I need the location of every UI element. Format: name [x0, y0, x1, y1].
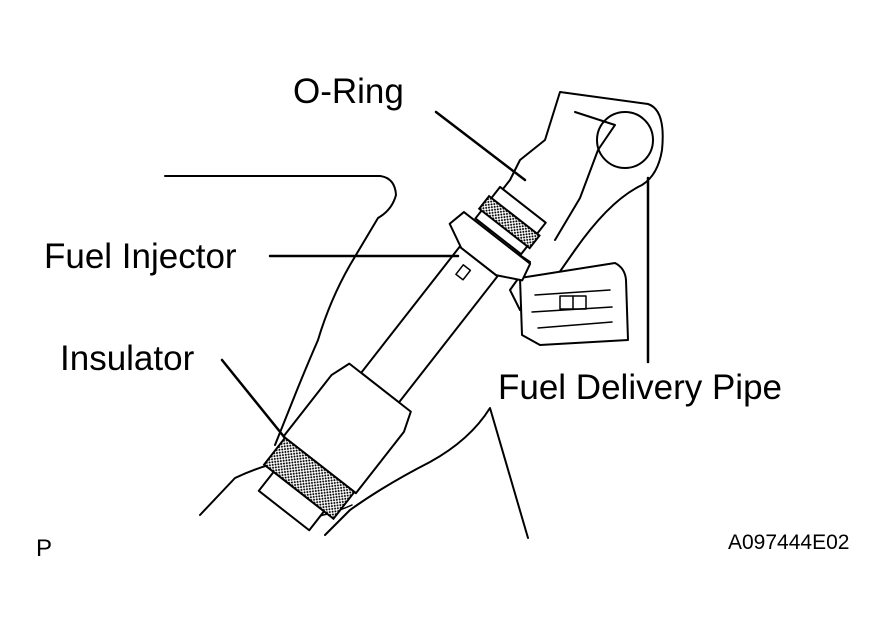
fuel-delivery-pipe	[484, 91, 664, 311]
figure-code: A097444E02	[728, 531, 850, 554]
o-ring-leader	[434, 110, 527, 182]
insulator-leader	[220, 358, 287, 440]
insulator-label: Insulator	[60, 339, 195, 378]
fuel-injector-label: Fuel Injector	[44, 237, 237, 276]
injector-connector	[519, 262, 629, 346]
fuel-delivery-pipe-label: Fuel Delivery Pipe	[498, 368, 782, 407]
fuel-injector-body	[257, 185, 547, 532]
corner-mark: P	[36, 535, 53, 562]
o-ring-label: O-Ring	[293, 72, 404, 111]
